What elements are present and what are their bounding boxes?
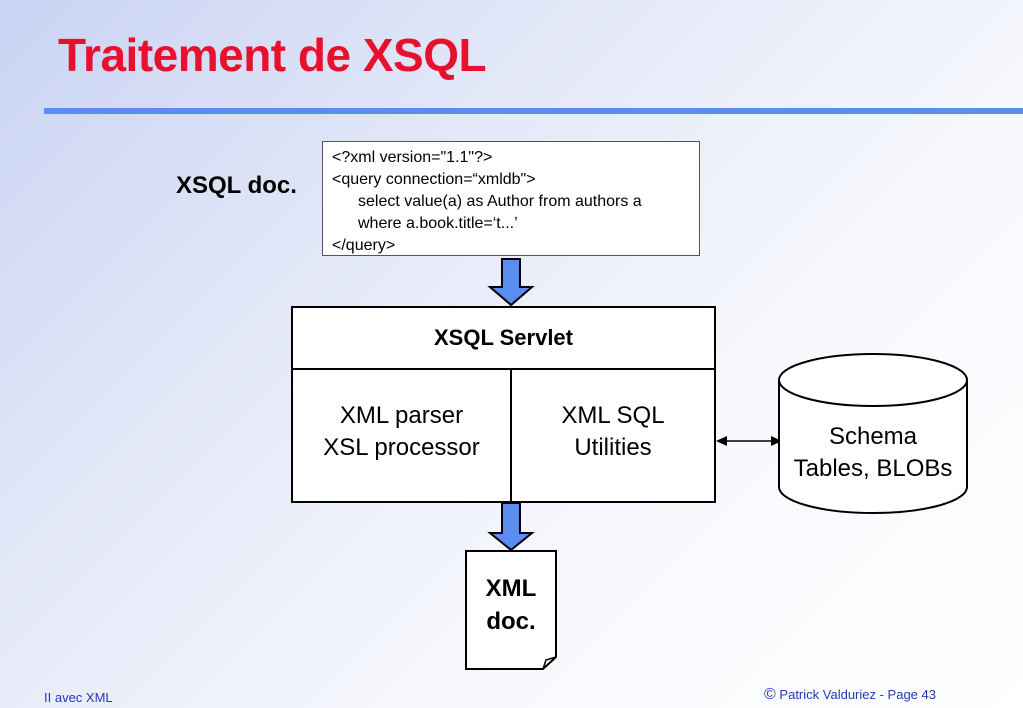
- xsql-code-box: <?xml version="1.1"?> <query connection=…: [322, 141, 700, 256]
- code-line-4: where a.book.title=‘t...’: [358, 215, 518, 232]
- utilities-label: Utilities: [574, 434, 652, 461]
- xsql-doc-label: XSQL doc.: [176, 172, 297, 199]
- doc-label: doc.: [486, 608, 536, 635]
- xml-sql-label: XML SQL: [561, 402, 665, 429]
- arrowhead-right-icon: [771, 436, 782, 446]
- xml-parser-label: XML parser: [339, 402, 464, 429]
- document-icon: [465, 550, 557, 670]
- code-line-2: <query connection=“xmldb">: [332, 171, 536, 188]
- database-cylinder-icon: [778, 353, 968, 514]
- page-number: 43: [921, 687, 937, 702]
- database-label: Schema Tables, BLOBs: [780, 421, 966, 485]
- schema-label: Schema: [828, 423, 918, 450]
- servlet-parser-cell: XML parser XSL processor: [293, 370, 512, 501]
- footer-course: II avec XML: [44, 690, 113, 705]
- tables-blobs-label: Tables, BLOBs: [793, 455, 953, 482]
- servlet-sql-cell: XML SQL Utilities: [512, 370, 714, 501]
- down-arrow-icon: [487, 258, 535, 307]
- code-line-1: <?xml version="1.1"?>: [332, 149, 493, 166]
- code-line-3: select value(a) as Author from authors a: [358, 193, 642, 210]
- xsql-servlet-box: XSQL Servlet XML parser XSL processor XM…: [291, 306, 716, 503]
- xml-doc-label: XML doc.: [466, 572, 556, 638]
- arrowhead-left-icon: [716, 436, 727, 446]
- xsl-processor-label: XSL processor: [323, 434, 480, 461]
- title-underline: [44, 108, 1023, 114]
- footer-credit: © Patrick Valduriez - Page 43: [764, 686, 936, 704]
- copyright-icon: ©: [764, 686, 776, 703]
- document-fold: [542, 656, 557, 670]
- database-cylinder-rim: [778, 379, 968, 407]
- slide-title: Traitement de XSQL: [58, 29, 487, 81]
- xml-label: XML: [485, 575, 537, 602]
- down-arrow-icon: [487, 502, 535, 552]
- servlet-title: XSQL Servlet: [293, 308, 714, 370]
- code-line-5: </query>: [332, 237, 396, 254]
- footer-author: Patrick Valduriez - Page: [779, 687, 918, 702]
